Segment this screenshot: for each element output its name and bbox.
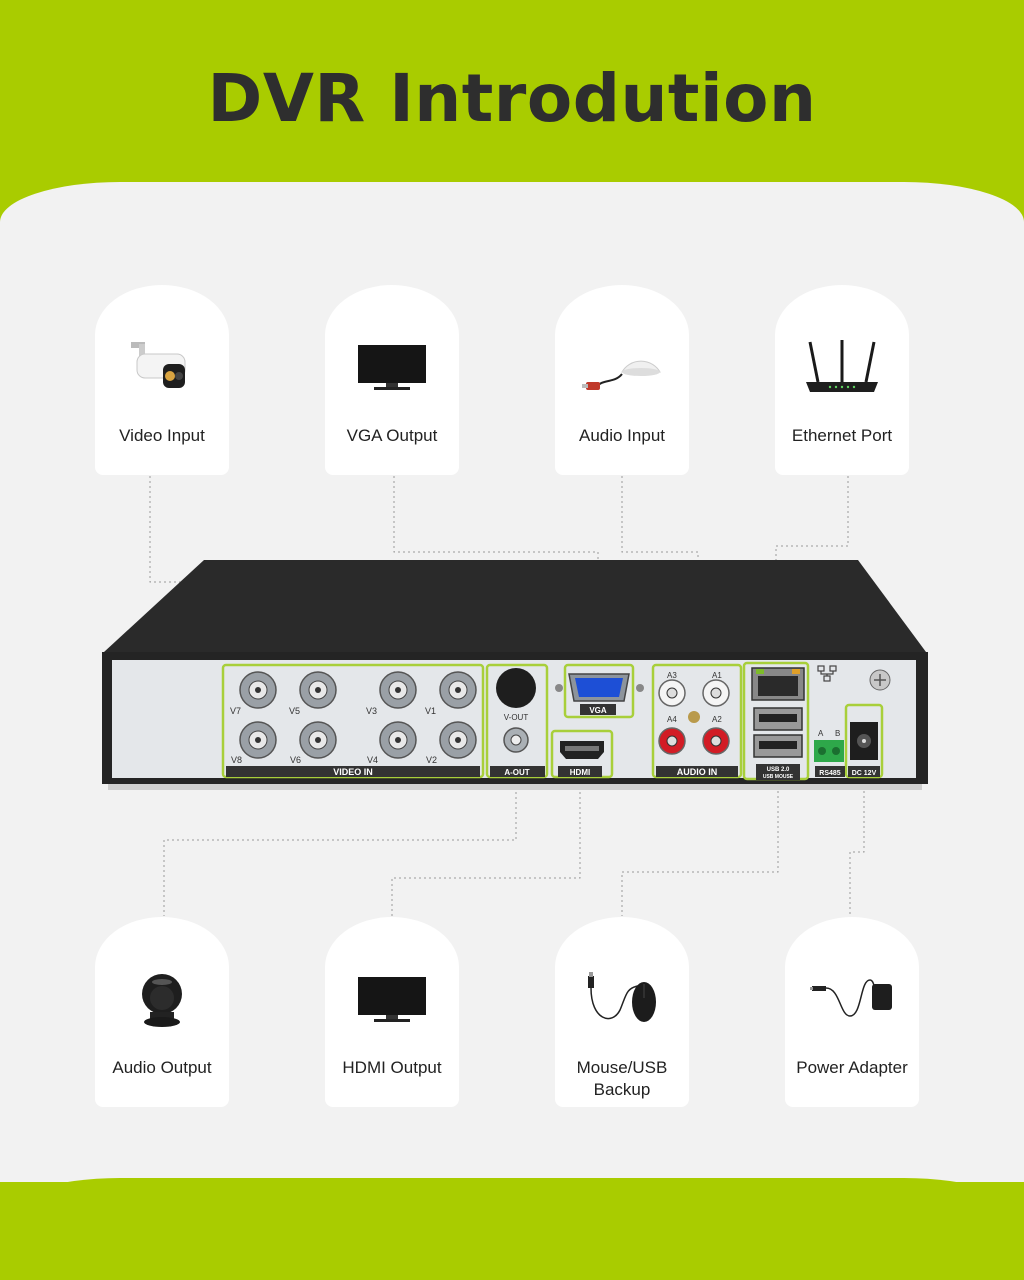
- card-audio-output: Audio Output: [95, 917, 229, 1107]
- card-label: VGA Output: [346, 426, 438, 445]
- card-hdmi-output: HDMI Output: [325, 917, 459, 1107]
- card-ethernet-port: Ethernet Port: [775, 285, 909, 475]
- bottom-band: [0, 1178, 1024, 1280]
- page-title: DVR Introdution: [207, 60, 817, 137]
- camera-icon: [127, 323, 197, 413]
- a2-label: A2: [712, 715, 722, 724]
- card-label: HDMI Output: [342, 1058, 442, 1077]
- card-label: Video Input: [119, 426, 205, 445]
- a-out-label: A-OUT: [504, 768, 529, 777]
- card-label: Mouse/USB Backup: [576, 1058, 668, 1099]
- usb-label: USB 2.0: [767, 767, 790, 773]
- network-icon: [817, 665, 837, 682]
- v3-label: V3: [366, 706, 377, 716]
- card-mouse-usb-backup: Mouse/USB Backup: [555, 917, 689, 1107]
- microphone-icon: [582, 323, 662, 413]
- v5-label: V5: [289, 706, 300, 716]
- v2-label: V2: [426, 755, 437, 765]
- rs485-b-label: B: [835, 729, 840, 738]
- a-out-jack: [496, 668, 536, 708]
- v1-label: V1: [425, 706, 436, 716]
- card-label: Power Adapter: [796, 1058, 908, 1077]
- video-in-label: VIDEO IN: [333, 767, 373, 777]
- monitor-icon: [356, 955, 428, 1045]
- audio-in-label: AUDIO IN: [677, 767, 718, 777]
- dc-label: DC 12V: [852, 770, 877, 777]
- vga-label: VGA: [589, 706, 607, 715]
- card-power-adapter: Power Adapter: [785, 917, 919, 1107]
- router-icon: [802, 323, 882, 413]
- hdmi-label: HDMI: [570, 768, 590, 777]
- card-label: Audio Output: [112, 1058, 212, 1077]
- a3-label: A3: [667, 671, 677, 680]
- a4-label: A4: [667, 715, 677, 724]
- v6-label: V6: [290, 755, 301, 765]
- mouse-icon: [582, 955, 662, 1045]
- v8-label: V8: [231, 755, 242, 765]
- usb-mouse-label: USB MOUSE: [763, 774, 794, 780]
- speaker-icon: [132, 955, 192, 1045]
- card-label: Ethernet Port: [791, 426, 893, 445]
- v7-label: V7: [230, 706, 241, 716]
- power-adapter-icon: [810, 955, 894, 1045]
- v-out-label: V-OUT: [504, 713, 529, 722]
- a1-label: A1: [712, 671, 722, 680]
- rs485-a-label: A: [818, 729, 824, 738]
- v4-label: V4: [367, 755, 378, 765]
- card-audio-input: Audio Input: [555, 285, 689, 475]
- card-vga-output: VGA Output: [325, 285, 459, 475]
- rs485-terminal: [814, 740, 844, 762]
- rs485-label: RS485: [819, 770, 841, 777]
- monitor-icon: [356, 323, 428, 413]
- bnc-connectors: [239, 671, 477, 759]
- card-label: Audio Input: [578, 426, 665, 445]
- card-video-input: Video Input: [95, 285, 229, 475]
